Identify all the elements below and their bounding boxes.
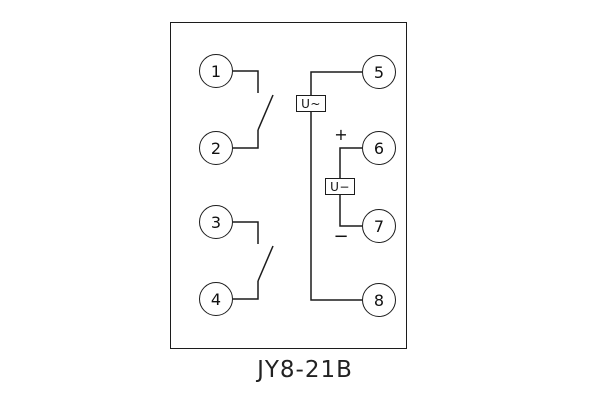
terminal-7: 7 (362, 209, 396, 243)
terminal-6: 6 (362, 131, 396, 165)
diagram-caption: JY8-21B (257, 357, 353, 383)
terminal-3: 3 (199, 205, 233, 239)
terminal-2: 2 (199, 131, 233, 165)
plus-polarity-label: + (334, 125, 348, 144)
ac-voltage-label: U~ (301, 96, 321, 111)
minus-polarity-label: − (333, 226, 349, 247)
terminal-5: 5 (362, 55, 396, 89)
ac-voltage-box: U~ (296, 95, 326, 112)
terminal-4: 4 (199, 282, 233, 316)
terminal-8: 8 (362, 283, 396, 317)
dc-voltage-box: U− (325, 178, 355, 195)
terminal-1: 1 (199, 54, 233, 88)
dc-voltage-label: U− (330, 179, 350, 194)
